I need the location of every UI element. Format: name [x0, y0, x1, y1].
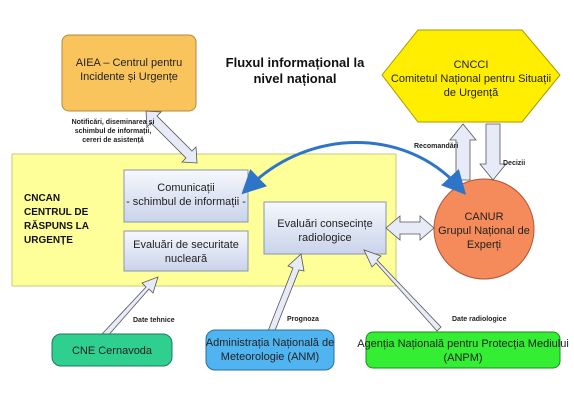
cncan-label-3: RĂSPUNS LA [24, 219, 89, 232]
anpm-box [365, 331, 561, 369]
evaluari-consecinte-label-1: Evaluări consecințe [277, 218, 372, 230]
evaluari-securitate-label-2: nucleară [165, 253, 208, 265]
date-tehnice-label: Date tehnice [133, 317, 175, 324]
anm-box [205, 329, 335, 371]
aiea-box [61, 34, 197, 112]
recomandari-label: Recomandări [414, 143, 458, 150]
cncci-label-1: CNCCI [454, 59, 489, 71]
arrow-recomandari [449, 123, 477, 181]
arrow-aiea-comunicatii [145, 110, 198, 164]
aiea-label-2: Incidente și Urgențe [80, 71, 178, 83]
diagram-title-line1: Fluxul informațional la [226, 55, 365, 70]
arrow-prognoza [267, 253, 305, 334]
anm-label-1: Administrația Națională de [206, 337, 334, 349]
anpm-label-1: Agenția Națională pentru Protecția Mediu… [357, 338, 569, 350]
cncan-label-1: CNCAN [24, 193, 60, 204]
notificari-label-1: Notificări, diseminarea și [72, 119, 155, 126]
cne-label: CNE Cernavoda [72, 345, 153, 357]
canur-label-3: Experți [467, 239, 501, 251]
notificari-label-3: cereri de asistență [82, 137, 144, 144]
evaluari-consecinte-label-2: radiologice [298, 232, 351, 244]
canur-label-1: CANUR [464, 211, 503, 223]
comunicatii-label-1: Comunicații [157, 182, 214, 194]
comunicatii-box [123, 169, 249, 223]
anpm-label-2: (ANPM) [443, 352, 482, 364]
arrow-date-tehnice [101, 276, 159, 339]
cne-box [51, 333, 173, 367]
diagram-title-line2: nivel național [253, 71, 336, 86]
cncci-hexagon [381, 29, 561, 123]
evaluari-securitate-box [123, 230, 249, 272]
prognoza-label: Prognoza [287, 316, 319, 323]
arrow-date-radiologice [363, 249, 442, 332]
arrow-decizii [479, 123, 507, 181]
anm-label-2: Meteorologie (ANM) [221, 351, 319, 363]
cncan-label-2: CENTRUL DE [24, 207, 89, 218]
comunicatii-label-2: - schimbul de informații - [126, 196, 246, 208]
aiea-label-1: AIEA – Centrul pentru [76, 57, 182, 69]
notificari-label-2: schimbul de informații, [75, 128, 152, 135]
evaluari-securitate-label-1: Evaluări de securitate [133, 239, 239, 251]
decizii-label: Decizii [503, 160, 525, 167]
canur-label-2: Grupul Național de [438, 225, 530, 237]
cncan-label-4: URGENȚE [24, 235, 73, 246]
date-radiologice-label: Date radiologice [452, 316, 507, 323]
canur-circle [433, 178, 535, 280]
cncci-label-2: Comitetul Național pentru Situații [391, 73, 551, 85]
curve-comunicatii-canur [241, 141, 467, 195]
arrow-consecinte-canur [385, 215, 435, 241]
cncci-label-3: de Urgență [444, 87, 499, 99]
evaluari-consecinte-box [263, 201, 387, 255]
